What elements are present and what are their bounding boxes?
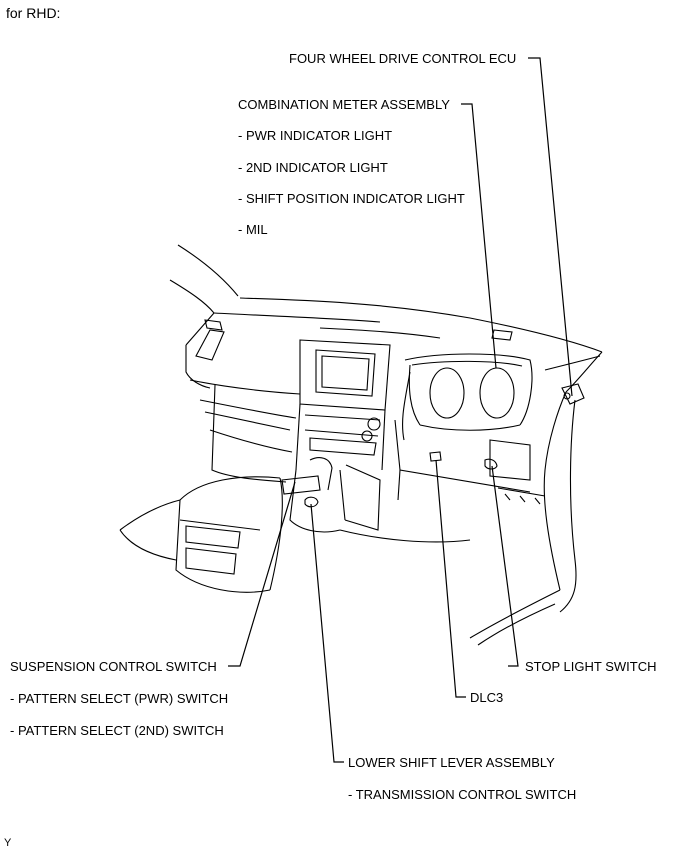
label-suspension-control-switch: SUSPENSION CONTROL SWITCH [10, 659, 217, 674]
leader-lines [228, 57, 573, 763]
leader-combination-meter [461, 103, 497, 369]
label-pattern-select-2nd-switch: - PATTERN SELECT (2ND) SWITCH [10, 723, 224, 738]
leader-lower-shift-lever [310, 503, 344, 763]
footer-code: Y [4, 837, 12, 849]
label-lower-shift-lever-assembly: LOWER SHIFT LEVER ASSEMBLY [348, 755, 555, 770]
leader-suspension-switch [228, 481, 296, 667]
dashboard-illustration [119, 244, 603, 646]
leader-dlc3 [435, 459, 466, 698]
label-pwr-indicator-light: - PWR INDICATOR LIGHT [238, 128, 393, 143]
label-transmission-control-switch: - TRANSMISSION CONTROL SWITCH [348, 787, 577, 802]
page-header: for RHD: [6, 5, 61, 21]
label-combination-meter-assembly: COMBINATION METER ASSEMBLY [238, 97, 450, 112]
label-dlc3: DLC3 [470, 690, 504, 705]
label-mil: - MIL [238, 222, 268, 237]
label-four-wheel-drive-control-ecu: FOUR WHEEL DRIVE CONTROL ECU [289, 51, 517, 66]
label-stop-light-switch: STOP LIGHT SWITCH [525, 659, 657, 674]
leader-stop-light-switch [491, 465, 519, 667]
leader-four-wd-ecu [528, 57, 573, 397]
label-shift-position-indicator-light: - SHIFT POSITION INDICATOR LIGHT [238, 191, 465, 206]
label-2nd-indicator-light: - 2ND INDICATOR LIGHT [238, 160, 388, 175]
label-pattern-select-pwr-switch: - PATTERN SELECT (PWR) SWITCH [10, 691, 229, 706]
